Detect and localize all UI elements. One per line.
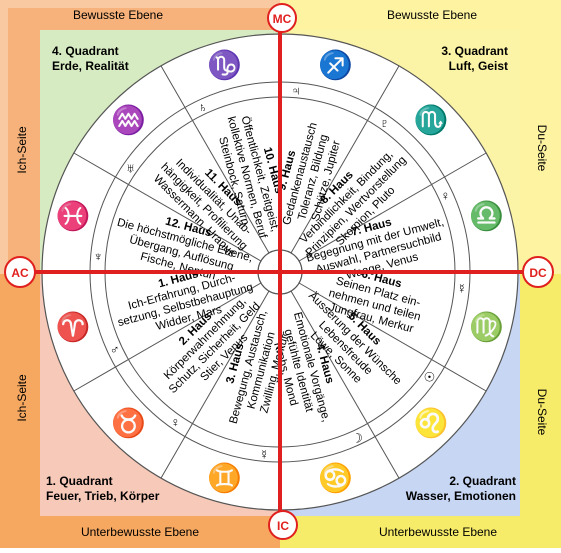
house-divider xyxy=(160,290,270,479)
house-divider xyxy=(160,65,270,254)
frame-label-top-left: Bewusste Ebene xyxy=(73,8,163,22)
planet-symbol-icon: ☿ xyxy=(457,281,467,296)
planet-symbol-icon: ♀ xyxy=(441,188,451,203)
house-divider xyxy=(298,282,487,392)
quadrant-3-subtitle: Luft, Geist xyxy=(449,59,508,73)
planet-symbol-icon: ♅ xyxy=(126,160,136,175)
planet-symbol-icon: ☉ xyxy=(424,370,436,385)
zodiac-glyph-icon: ♑ xyxy=(207,48,242,81)
quadrant-4-title: 4. Quadrant xyxy=(52,44,119,58)
planet-symbol-icon: ♂ xyxy=(110,342,120,357)
zodiac-glyph-icon: ♋ xyxy=(318,462,353,495)
zodiac-glyph-icon: ♊ xyxy=(207,462,242,495)
house-divider xyxy=(73,282,262,392)
dc-badge: DC xyxy=(522,256,554,288)
house-divider xyxy=(290,290,400,479)
ic-badge: IC xyxy=(268,510,298,540)
zodiac-glyph-icon: ♒ xyxy=(111,104,146,137)
frame-label-right-lower: Du-Seite xyxy=(535,389,549,436)
planet-symbol-icon: ♆ xyxy=(93,249,103,264)
planet-symbol-icon: ☿ xyxy=(259,447,269,462)
svg-text:MC: MC xyxy=(273,12,292,26)
quadrant-1-subtitle: Feuer, Trieb, Körper xyxy=(46,489,160,503)
frame-label-left-lower: Ich-Seite xyxy=(15,374,29,422)
quadrant-1-title: 1. Quadrant xyxy=(46,474,113,488)
planet-symbol-icon: ♄ xyxy=(198,100,208,115)
zodiac-glyph-icon: ♎ xyxy=(469,200,504,233)
zodiac-glyph-icon: ♐ xyxy=(318,48,353,81)
planet-symbol-icon: ☽ xyxy=(351,430,363,445)
ac-badge: AC xyxy=(4,256,36,288)
frame-label-left-upper: Ich-Seite xyxy=(15,126,29,174)
quadrant-2-subtitle: Wasser, Emotionen xyxy=(406,489,516,503)
svg-text:DC: DC xyxy=(529,266,547,280)
frame-label-bottom-left: Unterbewusste Ebene xyxy=(81,525,199,539)
zodiac-glyph-icon: ♌ xyxy=(414,406,449,439)
planet-symbol-icon: ♃ xyxy=(291,83,301,98)
svg-text:AC: AC xyxy=(11,266,29,280)
planet-symbol-icon: ♇ xyxy=(380,116,390,131)
planet-symbol-icon: ♀ xyxy=(170,414,180,429)
house-divider xyxy=(298,152,487,262)
frame-label-top-right: Bewusste Ebene xyxy=(387,8,477,22)
house-divider xyxy=(290,65,400,254)
zodiac-glyph-icon: ♍ xyxy=(469,310,504,343)
quadrant-3-title: 3. Quadrant xyxy=(441,44,508,58)
zodiac-glyph-icon: ♈ xyxy=(56,310,91,343)
house-divider xyxy=(73,152,262,262)
zodiac-glyph-icon: ♓ xyxy=(56,200,91,233)
svg-text:IC: IC xyxy=(277,519,289,533)
frame-label-bottom-right: Unterbewusste Ebene xyxy=(379,525,497,539)
quadrant-2-title: 2. Quadrant xyxy=(449,474,516,488)
zodiac-glyph-icon: ♉ xyxy=(111,406,146,439)
zodiac-glyph-icon: ♏ xyxy=(414,104,449,137)
quadrant-4-subtitle: Erde, Realität xyxy=(52,59,129,73)
mc-badge: MC xyxy=(267,3,297,33)
frame-label-right-upper: Du-Seite xyxy=(535,125,549,172)
